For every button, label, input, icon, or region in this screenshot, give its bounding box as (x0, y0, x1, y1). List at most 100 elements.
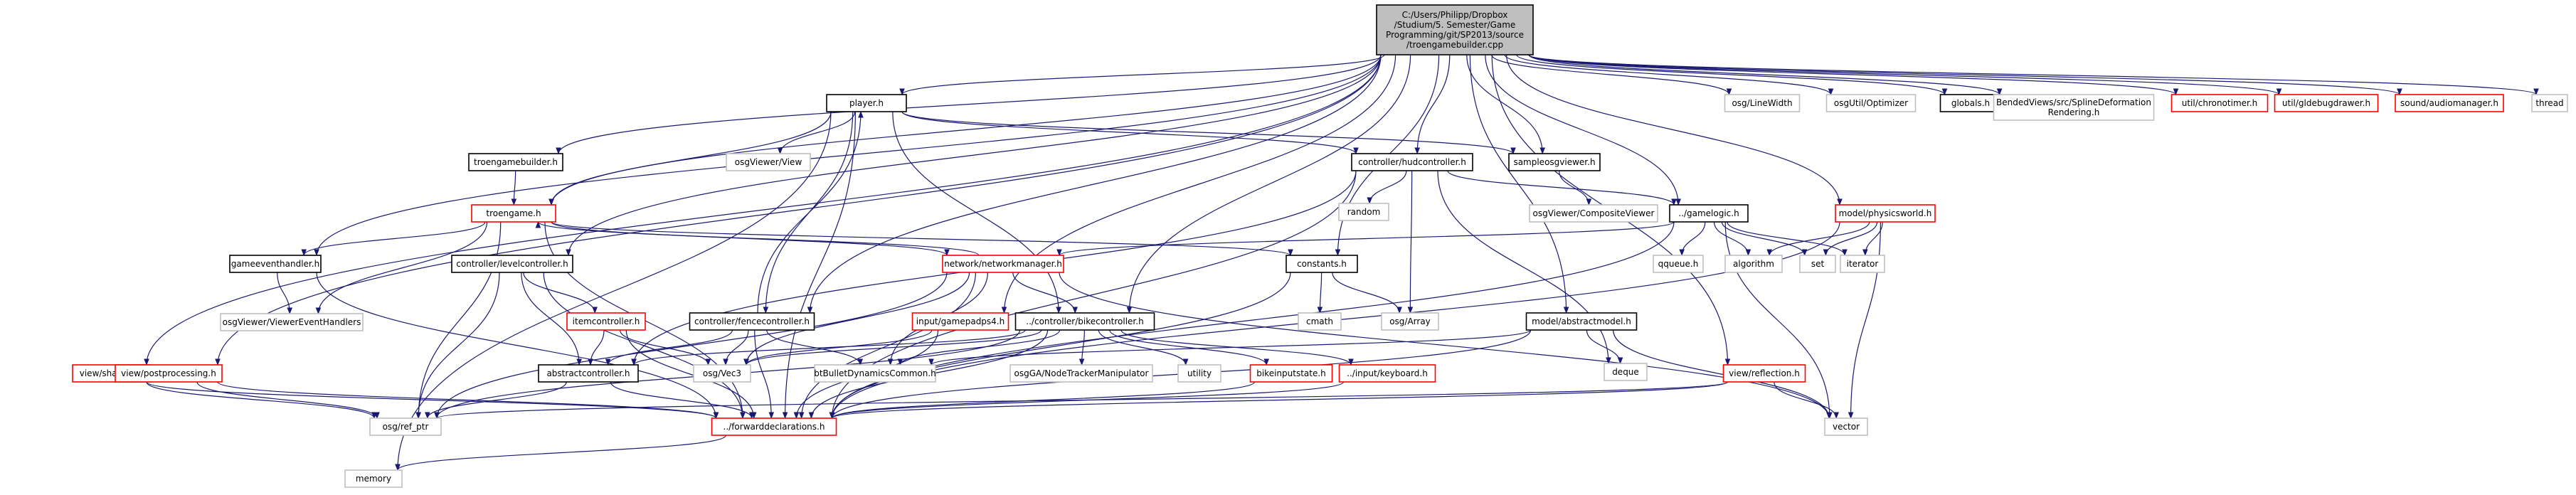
node-label-memory: memory (356, 474, 391, 484)
node-box-util-gldebugdrawer-h (2274, 94, 2379, 112)
node-box-osgviewer-view (726, 153, 811, 171)
node-box-osg-ref-ptr (369, 417, 442, 436)
node-controller-hudcontroller-h[interactable]: controller/hudcontroller.h (1351, 153, 1473, 171)
edge-controller-levelcontroller-h-to-forwarddeclarations-h (543, 272, 746, 419)
node-globals-h[interactable]: globals.h (1939, 94, 2002, 112)
edge-root-to-controller-hudcontroller-h (1414, 54, 1451, 154)
node-label-gameeventhandler-h: gameeventhandler.h (231, 259, 319, 269)
node-thread: thread (2531, 94, 2568, 112)
node-label-globals-h: globals.h (1951, 98, 1990, 108)
node-label-bendedviews: Rendering.h (2048, 107, 2100, 117)
node-input-gamepadps4-h[interactable]: input/gamepadps4.h (911, 312, 1009, 331)
edge-player-h-to-osgviewer-view (777, 111, 856, 154)
node-root[interactable]: C:/Users/Philipp/Dropbox/Studium/5. Seme… (1376, 4, 1534, 55)
edge-controller-levelcontroller-h-to-itemcontroller-h (523, 272, 598, 314)
node-label-troengame-h: troengame.h (486, 208, 541, 218)
node-osgutil-optimizer: osgUtil/Optimizer (1825, 94, 1917, 112)
edge-itemcontroller-h-to-abstractcontroller-h (588, 329, 605, 366)
edge-controller-fencecontroller-h-to-osg-vec3 (723, 329, 749, 366)
node-itemcontroller-h[interactable]: itemcontroller.h (566, 312, 646, 331)
node-util-chronotimer-h[interactable]: util/chronotimer.h (2170, 94, 2269, 112)
node-troengame-h[interactable]: troengame.h (471, 204, 556, 223)
edge-controller-bikecontroller-h-to-osg-vec3 (743, 329, 1042, 366)
edge-sampleosgviewer-h-to-osgviewer-compositeviewer (1559, 170, 1592, 206)
edge-network-networkmanager-h-to-osg-ref-ptr (434, 272, 948, 419)
node-label-osgutil-optimizer: osgUtil/Optimizer (1834, 98, 1908, 108)
edge-root-to-player-h (899, 54, 1385, 95)
edge-controller-bikecontroller-h-to-utility (1098, 329, 1189, 366)
edge-layer (144, 54, 2539, 471)
node-player-h[interactable]: player.h (826, 94, 907, 112)
node-gameeventhandler-h[interactable]: gameeventhandler.h (229, 255, 322, 273)
edge-constants-h-to-osg-array (1332, 272, 1402, 314)
edge-constants-h-to-forwarddeclarations-h (829, 272, 1291, 419)
edge-model-physicsworld-h-to-iterator (1862, 221, 1883, 256)
node-label-model-physicsworld-h: model/physicsworld.h (1839, 208, 1932, 218)
edge-root-to-sound-audiomanager-h (1528, 54, 2402, 95)
node-input-keyboard-h[interactable]: ../input/keyboard.h (1338, 364, 1436, 383)
edge-network-networkmanager-h-to-vector (1059, 272, 1832, 419)
edge-abstractcontroller-h-to-osg-ref-ptr (425, 381, 567, 419)
node-abstractcontroller-h[interactable]: abstractcontroller.h (538, 364, 639, 383)
node-label-osg-vec3: osg/Vec3 (703, 368, 741, 378)
node-model-abstractmodel-h[interactable]: model/abstractmodel.h (1525, 312, 1638, 331)
node-iterator: iterator (1840, 255, 1885, 273)
node-model-physicsworld-h[interactable]: model/physicsworld.h (1835, 204, 1936, 223)
node-label-osg-array: osg/Array (1389, 316, 1431, 326)
node-label-qqueue-h: qqueue.h (1658, 259, 1699, 269)
node-label-network-networkmanager-h: network/networkmanager.h (944, 259, 1062, 269)
edge-root-to-input-gamepadps4-h (1001, 54, 1396, 314)
node-label-itemcontroller-h: itemcontroller.h (573, 316, 640, 326)
node-box-btbulletdynamicscommon-h (814, 364, 936, 383)
node-controller-fencecontroller-h[interactable]: controller/fencecontroller.h (689, 312, 815, 331)
node-forwarddeclarations-h[interactable]: ../forwarddeclarations.h (711, 417, 837, 436)
edge-root-to-util-gldebugdrawer-h (1528, 54, 2282, 95)
node-box-view-reflection-h (1722, 364, 1806, 383)
node-sampleosgviewer-h[interactable]: sampleosgviewer.h (1508, 153, 1601, 171)
node-osgga-nodetrackermanipulator: osgGA/NodeTrackerManipulator (1009, 364, 1153, 383)
node-label-random: random (1347, 207, 1381, 217)
edge-network-networkmanager-h-to-controller-bikecontroller-h (1012, 272, 1078, 314)
edge-controller-bikecontroller-h-to-bikeinputstate-h (1109, 329, 1269, 366)
node-box-memory (344, 469, 403, 488)
edge-itemcontroller-h-to-osg-vec3 (619, 329, 711, 366)
node-box-util-chronotimer-h (2170, 94, 2269, 112)
node-box-gamelogic-h (1669, 204, 1749, 223)
edge-root-to-model-abstractmodel-h (1469, 54, 1569, 314)
edge-controller-levelcontroller-h-to-osg-ref-ptr (415, 272, 500, 419)
node-view-postprocessing-h[interactable]: view/postprocessing.h (115, 364, 223, 383)
node-network-networkmanager-h[interactable]: network/networkmanager.h (942, 255, 1064, 273)
node-label-algorithm: algorithm (1733, 259, 1774, 269)
node-troengamebuilder-h[interactable]: troengamebuilder.h (468, 153, 563, 171)
edge-root-to-globals-h (1516, 54, 1948, 95)
edge-gameeventhandler-h-to-forwarddeclarations-h (316, 272, 719, 419)
node-box-constants-h (1286, 255, 1358, 273)
node-util-gldebugdrawer-h[interactable]: util/gldebugdrawer.h (2274, 94, 2379, 112)
node-constants-h[interactable]: constants.h (1286, 255, 1358, 273)
node-label-root: /Studium/5. Semester/Game (1394, 20, 1516, 30)
node-sound-audiomanager-h[interactable]: sound/audiomanager.h (2395, 94, 2504, 112)
edge-controller-fencecontroller-h-to-player-h (757, 111, 864, 314)
node-bendedviews: BendedViews/src/SplineDeformationRenderi… (1993, 94, 2155, 121)
node-box-root (1376, 4, 1534, 55)
node-set: set (1799, 255, 1836, 273)
node-controller-bikecontroller-h[interactable]: ../controller/bikecontroller.h (1014, 312, 1155, 331)
node-osg-ref-ptr: osg/ref_ptr (369, 417, 442, 436)
edge-player-h-to-troengame-h (548, 111, 832, 206)
edge-model-physicsworld-h-to-algorithm (1766, 221, 1870, 256)
edge-bikeinputstate-h-to-forwarddeclarations-h (829, 381, 1256, 419)
node-label-set: set (1811, 259, 1825, 269)
node-gamelogic-h[interactable]: ../gamelogic.h (1669, 204, 1749, 223)
node-box-abstractcontroller-h (538, 364, 639, 383)
node-controller-levelcontroller-h[interactable]: controller/levelcontroller.h (451, 255, 573, 273)
node-box-troengame-h (471, 204, 556, 223)
edge-controller-fencecontroller-h-to-btbulletdynamicscommon-h (766, 329, 864, 366)
edge-troengamebuilder-h-to-troengame-h (511, 170, 517, 206)
edge-controller-hudcontroller-h-to-random (1367, 170, 1407, 204)
edge-troengame-h-to-osgviewer-viewereventhandlers (315, 221, 488, 314)
node-bikeinputstate-h[interactable]: bikeinputstate.h (1249, 364, 1333, 383)
node-view-reflection-h[interactable]: view/reflection.h (1722, 364, 1806, 383)
node-box-view-postprocessing-h (115, 364, 223, 383)
node-box-osgviewer-compositeviewer (1529, 204, 1658, 223)
